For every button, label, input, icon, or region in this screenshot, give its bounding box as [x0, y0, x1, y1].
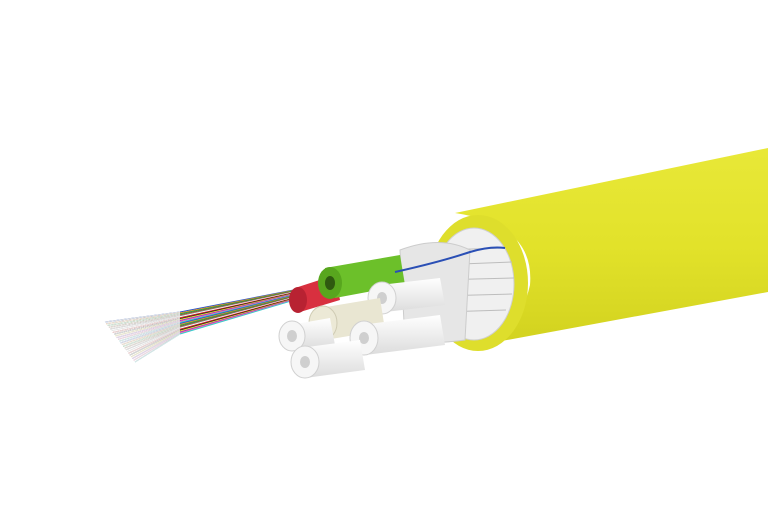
optical-fibers [104, 281, 336, 363]
stripped-fiber-tip [129, 329, 181, 356]
white-tube-1 [380, 278, 445, 312]
stripped-fiber-tip [114, 318, 181, 335]
red-tube-end [289, 287, 307, 313]
stripped-fiber-tip [133, 332, 181, 361]
outer-jacket [455, 148, 768, 345]
green-tube-bore [325, 276, 335, 290]
stripped-fiber-tip [115, 319, 181, 337]
stripped-fiber-tip [108, 314, 181, 328]
stripped-fiber-tip [128, 328, 181, 354]
stripped-fiber-tip [121, 323, 181, 346]
stripped-fiber-tip [104, 311, 181, 323]
stripped-fiber-tip [130, 330, 181, 358]
white-tube-2 [360, 315, 445, 355]
stripped-fiber-tip [124, 325, 181, 349]
stripped-fiber-tip [120, 323, 181, 344]
ripcord [394, 246, 506, 273]
stripped-fiber-tip [126, 327, 181, 353]
stripped-fiber-tip [119, 322, 181, 342]
white-tube-2-bore [359, 332, 369, 344]
stripped-fiber-tip [112, 317, 181, 333]
stripped-fiber-tip [132, 331, 181, 359]
stripped-fiber-tip [117, 321, 181, 340]
stripped-fiber-tip [134, 333, 181, 363]
stripped-fiber-tip [123, 324, 181, 347]
stripped-fiber-tip [111, 316, 181, 332]
white-tube-3-bore [287, 330, 297, 342]
stripped-fiber-tip [116, 320, 181, 339]
white-tube-4-bore [300, 356, 310, 368]
stripped-fiber-tip [110, 315, 181, 330]
stripped-fiber-tip [107, 313, 181, 326]
stripped-fiber-tip [106, 312, 181, 325]
stripped-fiber-tip [125, 326, 181, 351]
